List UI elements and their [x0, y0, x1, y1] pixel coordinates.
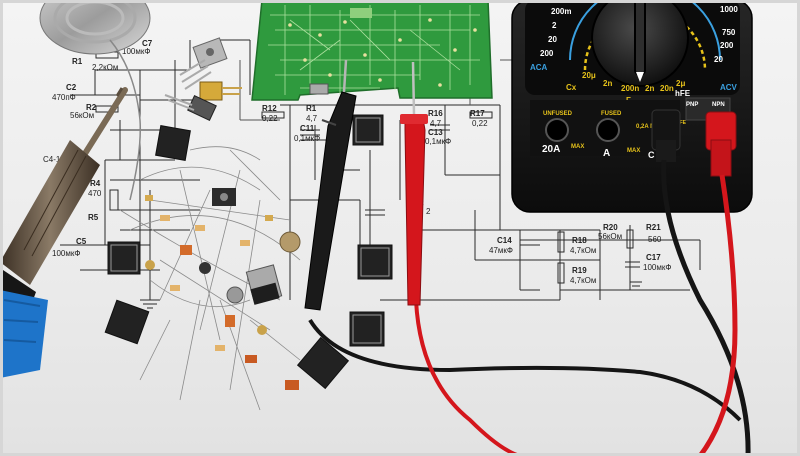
label-r1-value: 2,2кОм	[92, 63, 118, 72]
dial-2: 2	[552, 21, 557, 30]
label-c14: C14	[497, 236, 512, 245]
circuit-board	[251, 0, 493, 101]
label-r4: R4	[90, 179, 101, 188]
label-r16-value: 4,7	[430, 119, 442, 128]
label-c17: C17	[646, 253, 661, 262]
label-c13-value: 0,1мкФ	[425, 137, 451, 146]
label-c2-value: 470пФ	[52, 93, 76, 102]
label-r12: R12	[262, 104, 277, 113]
label-c: C	[648, 150, 655, 160]
label-c5-value: 100мкФ	[52, 249, 80, 258]
dial-200r: 200	[720, 41, 734, 50]
label-c17-value: 100мкФ	[643, 263, 671, 272]
dial-cx: Cx	[566, 83, 577, 92]
label-c13: C13	[428, 128, 443, 137]
dial-hfe: hFE	[675, 89, 691, 98]
label-r13-value: 4,7	[306, 114, 318, 123]
chip-1	[155, 125, 191, 161]
dial-2n-b: 2n	[645, 84, 654, 93]
black-probe-plug[interactable]	[651, 109, 681, 162]
power-transistors	[164, 37, 242, 121]
schematic-labels: R1 2,2кОм C7 100мкФ C2 470пФ R2 56кОм C4…	[43, 39, 671, 285]
label-r18-value: 4,7кОм	[570, 246, 596, 255]
dial-aca: ACA	[530, 63, 548, 72]
dial-200: 200	[540, 49, 554, 58]
label-r2-value: 56кОм	[70, 111, 94, 120]
chip-4	[357, 244, 393, 280]
label-r4-value: 470	[88, 189, 102, 198]
label-r21: R21	[646, 223, 661, 232]
dial-200m: 200m	[551, 7, 571, 16]
port-20a[interactable]	[545, 118, 569, 142]
label-c2: C2	[66, 83, 77, 92]
label-c4: C4-1м	[43, 155, 66, 164]
dial-20u: 20μ	[582, 71, 596, 80]
ic-chips	[104, 114, 393, 390]
label-npn: NPN	[712, 102, 725, 108]
label-r20: R20	[603, 223, 618, 232]
label-r20-value: 56кОм	[598, 232, 622, 241]
label-max2: MAX	[627, 148, 640, 154]
label-ma: 0,2A MAX	[636, 124, 663, 130]
dial-750: 750	[722, 28, 736, 37]
dial-2n: 2n	[603, 79, 612, 88]
red-probe-plug[interactable]	[705, 111, 737, 177]
label-r17: R17	[470, 109, 485, 118]
red-probe	[400, 61, 738, 456]
iron-handle	[0, 290, 48, 378]
label-r1: R1	[72, 57, 83, 66]
dial-acv: ACV	[720, 83, 738, 92]
label-c11: C11	[300, 124, 315, 133]
label-c5: C5	[76, 237, 87, 246]
label-r17-value: 0,22	[472, 119, 488, 128]
label-r16: R16	[428, 109, 443, 118]
chip-7	[296, 336, 350, 390]
label-c14-value: 47мкФ	[489, 246, 513, 255]
dial-1000: 1000	[720, 5, 738, 14]
label-c12-value: 2	[426, 207, 431, 216]
label-r2: R2	[86, 103, 97, 112]
dial-20n: 20n	[660, 84, 674, 93]
dial-20r: 20	[714, 55, 723, 64]
label-r5: R5	[88, 213, 99, 222]
label-hfe-spec: HFE	[676, 120, 687, 126]
label-max1: MAX	[571, 144, 584, 150]
dial-2u: 2μ	[676, 79, 685, 88]
label-c7-value: 100мкФ	[122, 47, 150, 56]
label-fused: FUSED	[601, 111, 622, 117]
label-r18: R18	[572, 236, 587, 245]
label-c11-value: 0,1мкФ	[294, 134, 320, 143]
chip-3	[107, 241, 141, 275]
label-r13: R1	[306, 104, 317, 113]
solder-spool	[39, 0, 151, 201]
port-ma[interactable]	[596, 118, 620, 142]
chip-6	[349, 311, 385, 347]
soldering-iron	[0, 87, 128, 378]
label-c7: C7	[142, 39, 153, 48]
label-r19-value: 4,7кОм	[570, 276, 596, 285]
label-r21-value: 560	[648, 235, 662, 244]
label-r12-value: 0,22	[262, 114, 278, 123]
label-pnp: PNP	[686, 102, 698, 108]
label-unfused: UNFUSED	[543, 111, 573, 117]
component-pile	[119, 146, 301, 411]
label-r19: R19	[572, 266, 587, 275]
dial-200n: 200n	[621, 84, 639, 93]
chip-2	[352, 114, 384, 146]
chip-pins	[110, 117, 390, 344]
label-a: A	[603, 148, 610, 159]
black-probe	[304, 59, 751, 456]
multimeter: 200m 2 20 200 ACA 1000 750 200 20 ACV 20…	[511, 0, 753, 213]
label-20a: 20A	[542, 144, 560, 155]
dial-20: 20	[548, 35, 557, 44]
chip-5	[104, 299, 150, 345]
